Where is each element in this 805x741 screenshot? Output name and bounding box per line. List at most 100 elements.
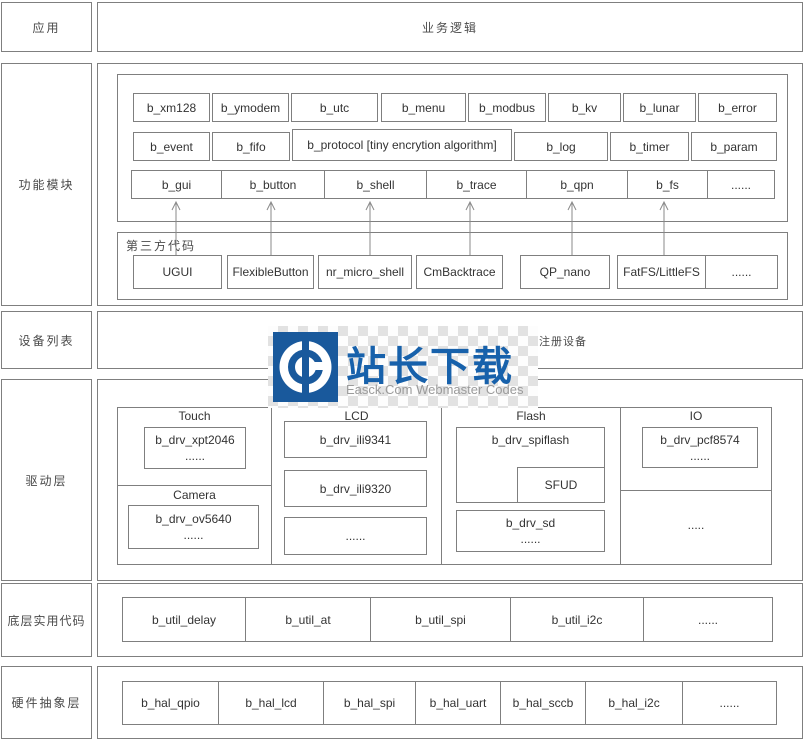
module-box: b_lunar [623, 93, 696, 122]
module-label: b_gui [161, 177, 192, 192]
driver-label: ...... [345, 529, 366, 543]
hal-cell: b_hal_lcd [219, 682, 324, 724]
module-label: b_kv [571, 100, 598, 115]
util-strip: b_util_delay b_util_at b_util_spi b_util… [122, 597, 773, 642]
module-label: b_log [546, 139, 576, 154]
driver-group-camera-title: Camera [173, 488, 216, 502]
module-cell: b_trace [427, 171, 527, 198]
module-label: b_protocol [tiny encrytion algorithm] [307, 138, 497, 152]
hal-cell: b_hal_sccb [501, 682, 586, 724]
layer-label-app: 应用 [1, 2, 92, 52]
hal-label: ...... [719, 696, 740, 710]
lib-label: FatFS/LittleFS [623, 265, 700, 279]
module-label: b_menu [401, 100, 446, 115]
module-label: b_ymodem [220, 100, 281, 115]
module-label: b_xm128 [146, 100, 197, 115]
layer-label-util-text: 底层实用代码 [7, 613, 86, 628]
driver-box-sd: b_drv_sd ...... [456, 510, 605, 552]
module-cell: b_fs [628, 171, 708, 198]
hal-cell: b_hal_spi [324, 682, 416, 724]
hal-strip: b_hal_qpio b_hal_lcd b_hal_spi b_hal_uar… [122, 681, 777, 725]
driver-box-pcf8574: b_drv_pcf8574 ...... [642, 427, 758, 468]
module-box: b_protocol [tiny encrytion algorithm] [292, 129, 512, 161]
lib-label: UGUI [162, 265, 193, 279]
third-party-lib-box: nr_micro_shell [318, 255, 412, 289]
driver-box-ili9320: b_drv_ili9320 [284, 470, 427, 507]
layer-label-app-text: 应用 [32, 20, 61, 35]
hal-cell: b_hal_i2c [586, 682, 683, 724]
driver-group-flash-title: Flash [516, 409, 546, 423]
hal-label: b_hal_sccb [512, 696, 574, 710]
lib-label: nr_micro_shell [325, 265, 405, 279]
util-cell: b_util_i2c [511, 598, 644, 641]
hal-label: b_hal_qpio [141, 696, 200, 710]
business-logic-text: 业务逻辑 [421, 20, 478, 35]
driver-box-ili9341: b_drv_ili9341 [284, 421, 427, 458]
util-label: b_util_spi [415, 612, 466, 627]
driver-label: b_drv_sd [505, 516, 556, 530]
module-box: b_fifo [212, 132, 290, 161]
hal-label: b_hal_lcd [245, 696, 297, 710]
driver-box-xpt2046: b_drv_xpt2046 ...... [144, 427, 246, 469]
driver-io-more: ..... [687, 518, 705, 532]
watermark-title: 站长下载 [346, 345, 514, 389]
module-box: b_menu [381, 93, 466, 122]
layer-label-driver: 驱动层 [1, 379, 92, 581]
module-label: b_error [718, 100, 757, 115]
module-label: b_lunar [639, 100, 680, 115]
driver-label: b_drv_ili9320 [319, 481, 392, 496]
registered-device-label: 注册设备 [539, 335, 587, 348]
lib-label: QP_nano [539, 265, 591, 279]
driver-box-sfud: SFUD [517, 467, 605, 503]
layer-label-driver-text: 驱动层 [25, 473, 68, 488]
layer-label-util: 底层实用代码 [1, 583, 92, 657]
util-label: ...... [697, 612, 718, 627]
module-box: b_timer [610, 132, 689, 161]
driver-label-more: ...... [184, 449, 205, 463]
driver-box-lcd-more: ...... [284, 517, 427, 555]
driver-group-touch-title: Touch [178, 409, 211, 423]
easck-e-logo-icon [273, 332, 338, 402]
layer-label-device: 设备列表 [1, 311, 92, 369]
driver-group-lcd-title: LCD [344, 409, 369, 423]
module-cell: b_button [222, 171, 325, 198]
util-cell: b_util_spi [371, 598, 511, 641]
util-cell: ...... [644, 598, 772, 641]
layer-label-device-text: 设备列表 [18, 333, 75, 348]
touch-camera-divider [118, 485, 271, 486]
hal-label: b_hal_uart [429, 696, 487, 710]
io-divider [621, 490, 771, 491]
module-label: b_fs [656, 177, 679, 192]
driver-label: b_drv_ov5640 [155, 512, 232, 526]
hal-cell: b_hal_qpio [123, 682, 219, 724]
hal-cell: ...... [683, 682, 776, 724]
layer-label-hal-text: 硬件抽象层 [11, 696, 82, 710]
module-cell: b_gui [132, 171, 222, 198]
hal-cell: b_hal_uart [416, 682, 501, 724]
driver-label: b_drv_pcf8574 [660, 432, 740, 447]
module-label: b_timer [629, 139, 670, 154]
module-box: b_ymodem [212, 93, 289, 122]
module-box: b_error [698, 93, 777, 122]
driver-label-more: ...... [689, 448, 710, 463]
module-label: b_event [150, 139, 193, 154]
lib-label: ...... [731, 265, 752, 279]
module-box: b_event [133, 132, 210, 161]
watermark: 站长下载 Easck.Com Webmaster Codes [268, 326, 538, 408]
module-label: b_modbus [478, 100, 536, 115]
module-label: b_qpn [560, 177, 594, 192]
func-row3-strip: b_gui b_button b_shell b_trace b_qpn b_f… [131, 170, 775, 199]
module-box: b_log [514, 132, 608, 161]
watermark-subtitle: Easck.Com Webmaster Codes [346, 382, 524, 397]
util-cell: b_util_delay [123, 598, 246, 641]
module-label: b_param [710, 139, 758, 154]
third-party-lib-box: CmBacktrace [416, 255, 503, 289]
driver-group-io-title: IO [689, 409, 703, 423]
module-label: b_utc [319, 100, 350, 115]
util-label: b_util_delay [151, 612, 217, 627]
driver-label: b_drv_spiflash [491, 433, 570, 447]
module-label: b_shell [356, 177, 395, 192]
lib-label: CmBacktrace [423, 265, 496, 279]
module-cell: b_shell [325, 171, 427, 198]
